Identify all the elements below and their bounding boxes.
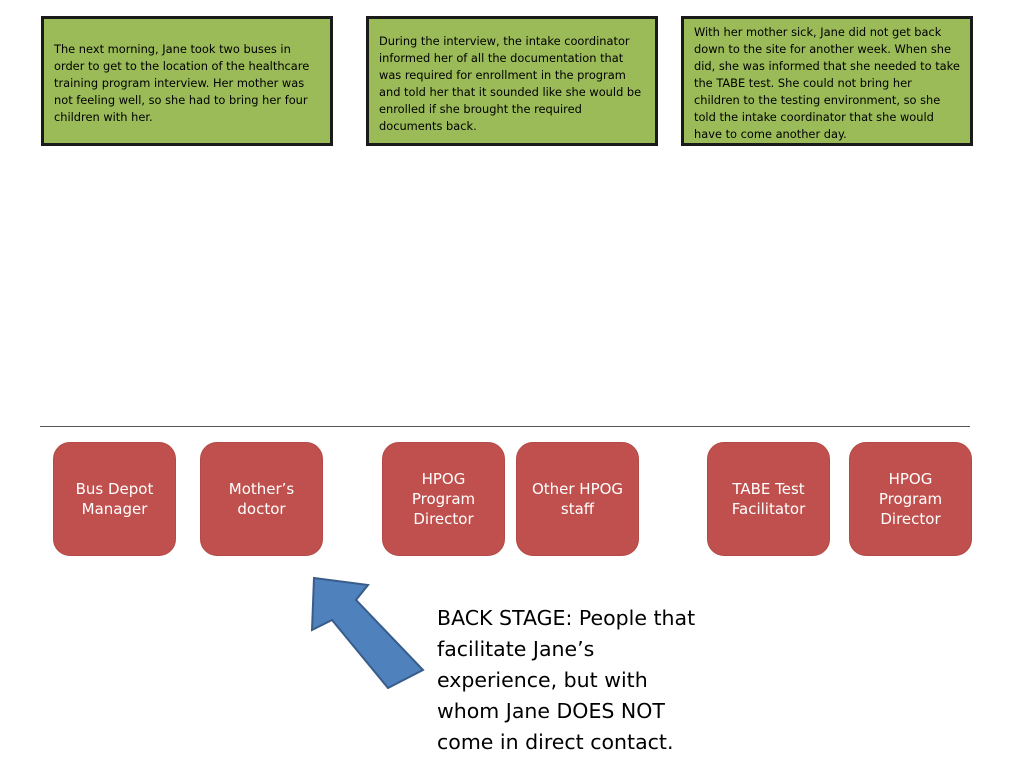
story-text: With her mother sick, Jane did not get b… [694,25,960,141]
actor-mothers-doctor: Mother’s doctor [200,442,323,556]
actor-label: Mother’s doctor [228,480,295,518]
backstage-caption: BACK STAGE: People that facilitate Jane’… [437,606,696,754]
story-box-bus-trip: The next morning, Jane took two buses in… [41,16,333,146]
arrow-up-left-icon [310,576,425,690]
actor-label: HPOG Program Director [411,470,476,528]
actor-hpog-program-director-2: HPOG Program Director [849,442,972,556]
actor-label: Bus Depot Manager [75,480,154,518]
actor-tabe-test-facilitator: TABE Test Facilitator [707,442,830,556]
story-text: The next morning, Jane took two buses in… [54,42,310,124]
actor-label: HPOG Program Director [878,470,943,528]
story-text: During the interview, the intake coordin… [379,34,642,133]
line-of-visibility [40,426,970,427]
story-box-tabe-test: With her mother sick, Jane did not get b… [681,16,973,146]
actor-bus-depot-manager: Bus Depot Manager [53,442,176,556]
story-box-interview: During the interview, the intake coordin… [366,16,658,146]
actor-label: TABE Test Facilitator [731,480,806,518]
actor-other-hpog-staff: Other HPOG staff [516,442,639,556]
actor-label: Other HPOG staff [531,480,624,518]
actor-hpog-program-director: HPOG Program Director [382,442,505,556]
